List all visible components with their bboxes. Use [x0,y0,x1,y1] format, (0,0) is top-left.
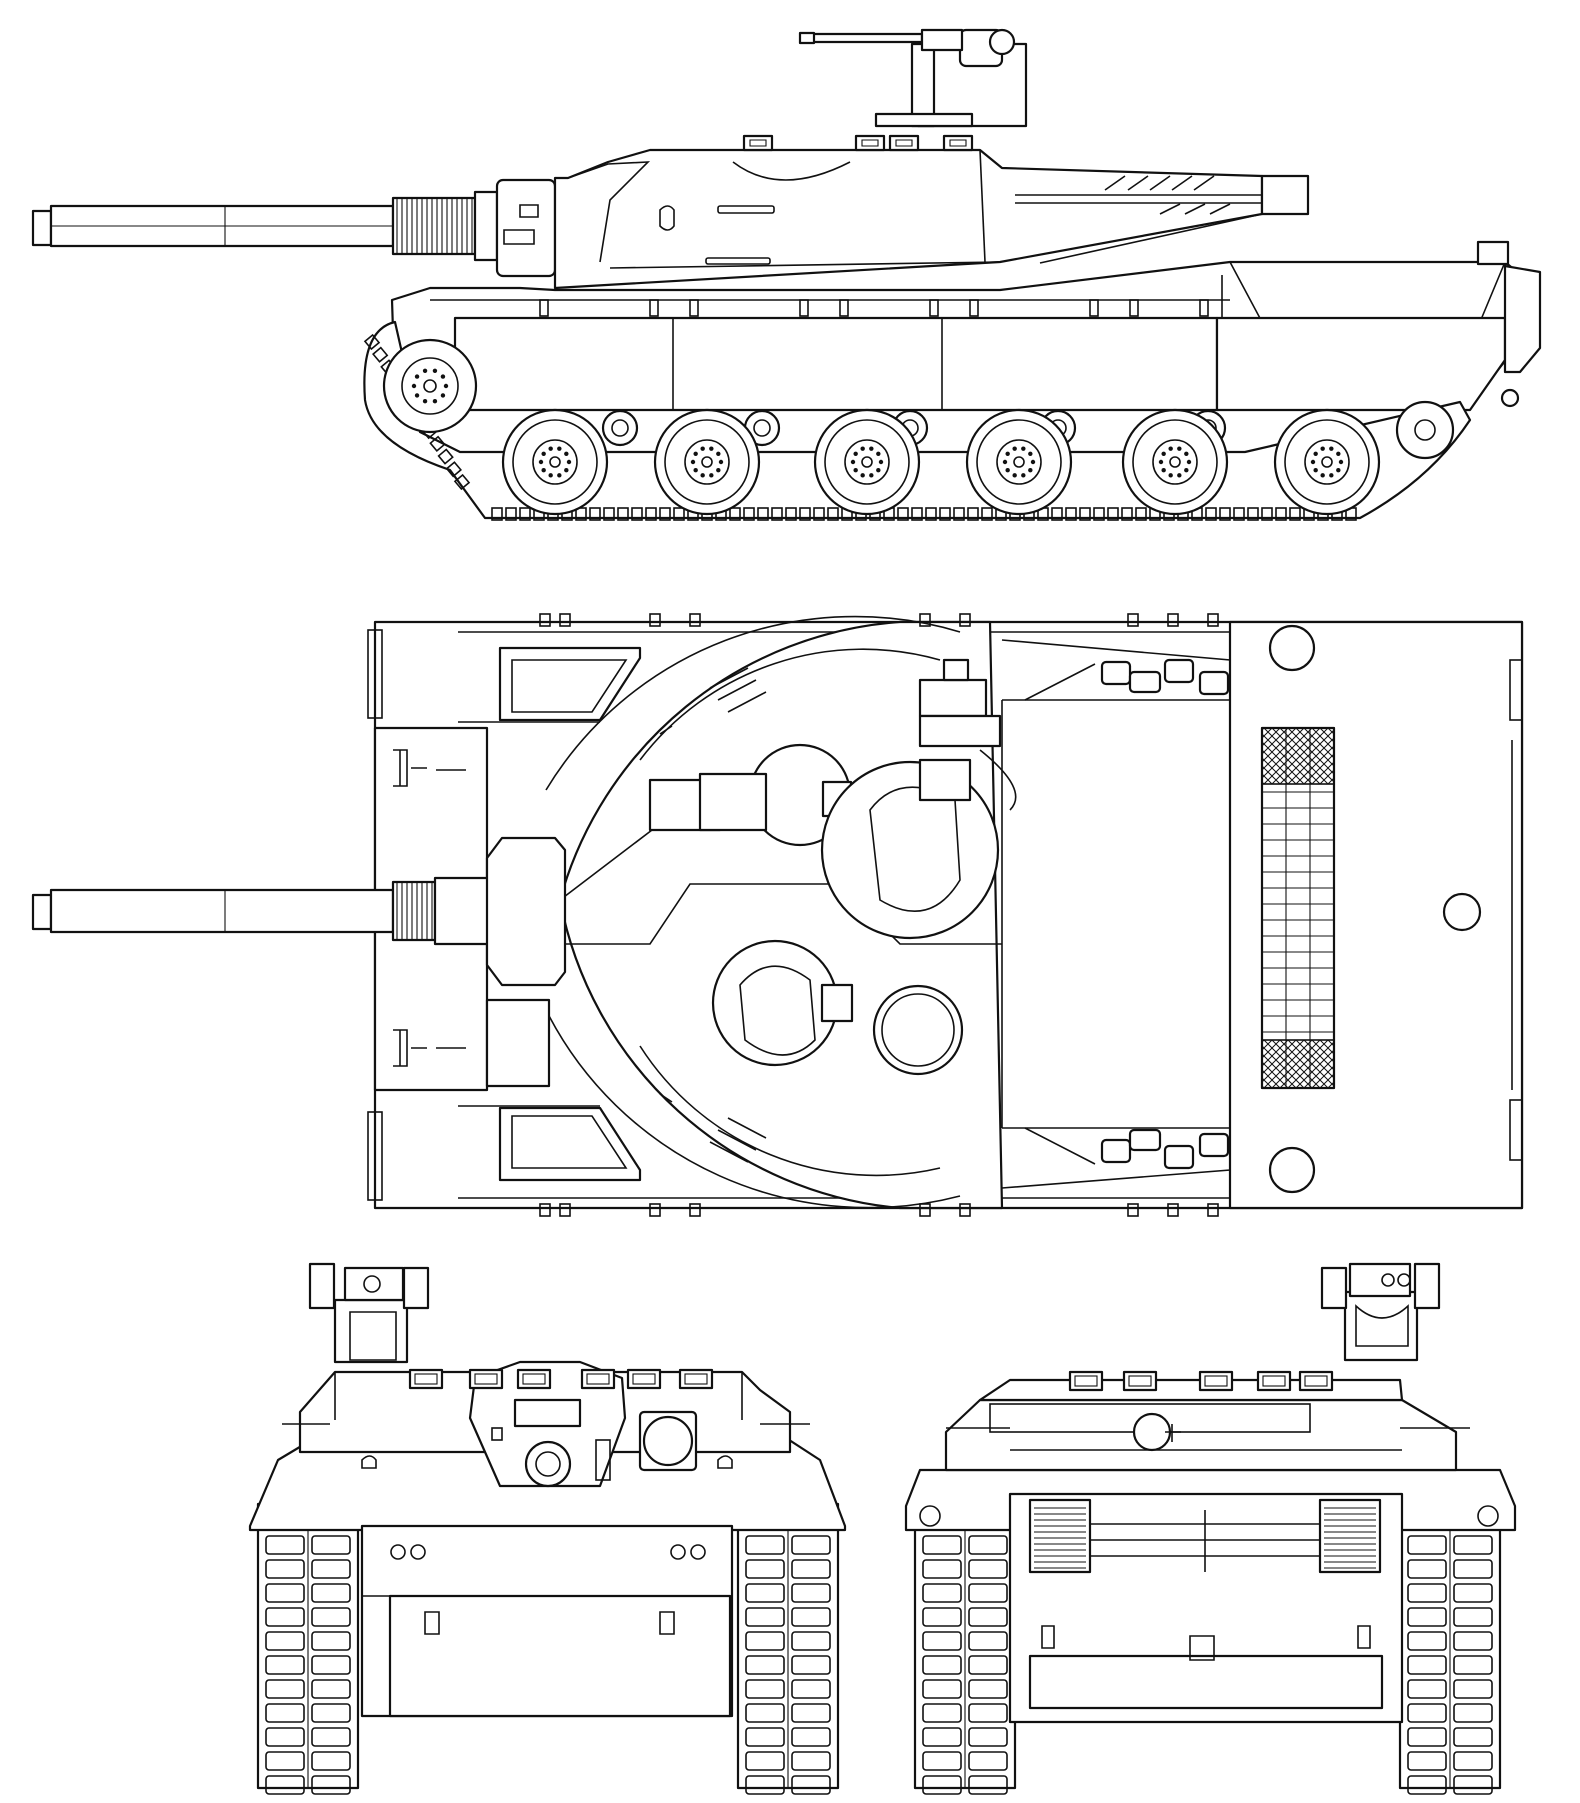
front-left-track [256,1502,360,1795]
gunner-hatch-top [711,939,964,1076]
front-tow-hooks-top [393,749,466,1067]
periscope-block [626,1368,662,1390]
front-view [248,1262,847,1795]
rear-periscopes [1068,1370,1334,1392]
turret-periscope-slots [659,667,767,1163]
side-skirts [453,316,1507,412]
fender-brackets-top [539,613,1219,1217]
periscope-block [408,1368,444,1390]
periscope-block [1122,1370,1158,1392]
roof-periscopes-side [742,134,974,152]
turret-rear [944,1398,1458,1472]
front-idler-wheel [382,338,478,434]
periscope-block [1068,1370,1104,1392]
road-wheel [1273,408,1381,516]
side-view [31,28,1542,521]
rear-view [904,1262,1517,1795]
gun-muzzle-front [524,1440,572,1488]
periscope-block [1198,1370,1234,1392]
periscope-block [468,1368,504,1390]
fume-extractor-ribs [396,198,473,254]
road-wheel [1121,408,1229,516]
fuel-cap-top [1442,892,1482,932]
front-right-track [736,1502,840,1795]
commander-cupola-front [308,1262,430,1364]
periscope-block [1298,1370,1334,1392]
rear-right-track [1398,1502,1502,1795]
return-roller [601,409,639,447]
bustle-stowage-top [1024,658,1230,1170]
hull-fender-brackets [539,299,1209,317]
commander-hatch-top [820,658,1017,940]
road-wheel [813,408,921,516]
road-wheels [501,408,1381,516]
engine-grille-hatch [1261,727,1335,785]
commander-cupola-rear [1320,1262,1441,1362]
main-gun-barrel-side [31,190,499,262]
periscope-block [580,1368,616,1390]
engine-deck-slats [1262,728,1334,1088]
road-wheel [965,408,1073,516]
turret-side [553,148,1264,290]
commander-cupola-side [798,28,1028,128]
turret-bustle-rack [1015,174,1310,216]
road-wheel [653,408,761,516]
top-view [31,613,1524,1217]
periscope-block [1256,1370,1292,1392]
main-gun-barrel-top [31,836,567,1088]
road-wheel [501,408,609,516]
periscope-block [678,1368,714,1390]
gun-mantlet-side [495,178,557,278]
turret-top [545,615,1271,1210]
periscope-block [516,1368,552,1390]
rear-grille [1028,1498,1382,1574]
rear-left-track [913,1502,1017,1795]
loader-hatch-top [748,743,853,847]
engine-deck-top [1228,620,1524,1210]
drive-sprocket [1395,400,1455,460]
front-tow-shackles [390,1544,706,1635]
front-periscopes [408,1368,714,1390]
rear-turret-port [1132,1412,1172,1452]
machine-gun-side [810,32,924,44]
